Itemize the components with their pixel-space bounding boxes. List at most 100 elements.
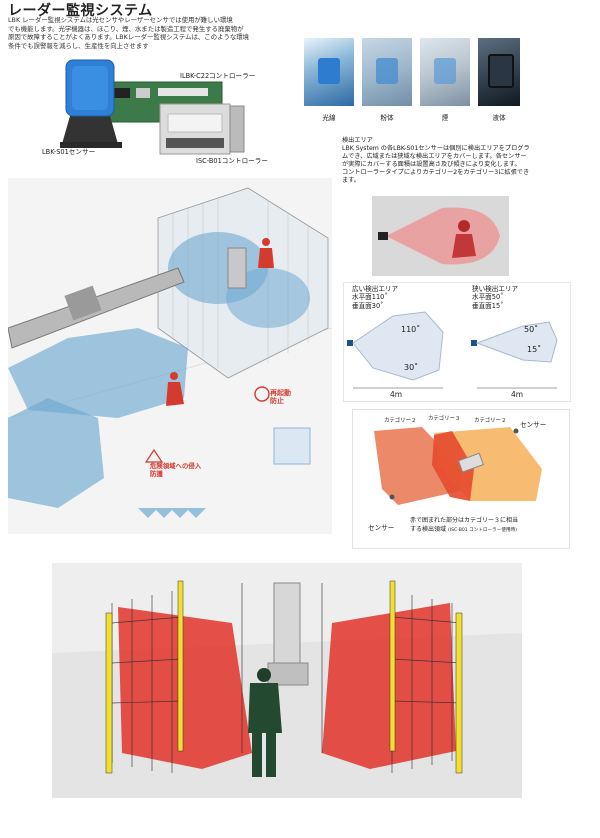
- narrow-area-title: 狭い検出エリア: [472, 285, 519, 293]
- intro-line: 原因で故障することがよくあります。LBKレーダー監視システムは、このような環境: [8, 33, 250, 42]
- worker-body: [166, 382, 184, 406]
- fence-post: [455, 612, 463, 774]
- fence-post: [389, 580, 396, 752]
- category-note-small: (ISC-B01 コントローラー使用時): [447, 527, 517, 533]
- worker-head: [170, 372, 178, 380]
- category3-label: カテゴリー３: [428, 416, 461, 422]
- detection-area-heading: 検出エリア: [342, 137, 373, 144]
- floor-sensor-graphic: [273, 427, 311, 465]
- sensor-mount: [62, 116, 118, 144]
- radar-zone: [8, 328, 188, 418]
- b01-label: ISC-B01コントローラー: [196, 157, 268, 165]
- product-illustration: [60, 59, 245, 155]
- restart-sign-icon: [254, 386, 270, 402]
- intro-line: 条件でも誤警報を減らし、生産性を向上させます: [8, 41, 149, 50]
- narrow-cone: [475, 321, 558, 363]
- detection-area-text: 検出エリア LBK System の各LBK-S01センサーは個別に検出エリアを…: [342, 137, 557, 185]
- detection-area-line: ムでき、広域または狭域な検出エリアをカバーします。各センサー: [342, 153, 527, 160]
- wide-angle-h: 110˚: [401, 325, 421, 334]
- sensor-icon: [471, 340, 477, 346]
- condition-caption: 煙: [441, 114, 449, 122]
- sensor-icon: [488, 54, 514, 88]
- robot-cell-graphic: [52, 580, 522, 798]
- worker-head: [257, 668, 271, 682]
- machine: [64, 285, 102, 321]
- sensor-icon: [378, 232, 388, 240]
- category-note-line: する検出領域 (ISC-B01 コントローラー使用時): [410, 526, 518, 536]
- detection-cone-diagrams: [347, 311, 558, 389]
- robot-arm: [273, 582, 301, 664]
- category3-zone: [432, 431, 474, 501]
- robot-cell-scene: [52, 563, 522, 798]
- category-note-line: 赤で囲まれた部分はカテゴリー３に相当: [410, 517, 519, 524]
- condition-photo-powder: [362, 38, 412, 106]
- wide-area-horizontal: 水平面110˚: [352, 293, 388, 302]
- category2-left-label: カテゴリー２: [384, 418, 417, 424]
- intro-text: LBK レーダー監視システムは光センサやレーザーセンサでは使用が難しい環境 でも…: [8, 16, 308, 50]
- wide-area-vertical: 垂直面30˚: [352, 301, 384, 310]
- condition-caption: 光線: [322, 114, 336, 122]
- fence-post: [177, 580, 184, 752]
- sensor-icon: [347, 340, 353, 346]
- detection-area-line: が実際にカバーする面積は設置高さ及び傾きにより変化します。: [342, 161, 521, 168]
- category-diagram-panel: [352, 409, 570, 549]
- sensor-icon: [376, 58, 398, 84]
- radar-cone-photo: [372, 196, 509, 276]
- red-zone-left: [118, 607, 252, 769]
- category-diagram: [374, 427, 542, 505]
- wide-angle-v: 30˚: [404, 363, 419, 372]
- danger-title: 危険領域への侵入: [150, 462, 202, 470]
- radar-zone: [8, 398, 104, 508]
- condition-photo-smoke: [420, 38, 470, 106]
- wide-area-title: 広い検出エリア: [352, 285, 399, 293]
- narrow-angle-v: 15˚: [527, 345, 542, 354]
- narrow-angle-h: 50˚: [524, 325, 539, 334]
- factory-scene-graphic: [8, 187, 332, 518]
- sensor-top-label: センサー: [520, 421, 547, 429]
- radar-zone: [226, 268, 310, 328]
- warning-triangle-icon: [144, 448, 164, 463]
- wide-distance: 4m: [390, 390, 403, 399]
- danger-sign: 危険領域への侵入 防護: [150, 462, 201, 478]
- worker-body: [248, 683, 282, 733]
- worker-head: [458, 220, 470, 232]
- detection-area-panel: [343, 282, 571, 402]
- worker-body: [258, 248, 274, 268]
- sensor-dot: [389, 494, 395, 500]
- narrow-area-vertical: 垂直面15˚: [472, 301, 504, 310]
- narrow-distance: 4m: [511, 390, 524, 399]
- robot-icon: [457, 452, 484, 473]
- restart-title: 再起動: [270, 389, 291, 397]
- detection-area-line: コントローラータイプによりカテゴリー2をカテゴリー3に拡張でき: [342, 169, 530, 176]
- condition-photo-light: [304, 38, 354, 106]
- detection-area-line: ます。: [342, 177, 360, 184]
- worker-body: [452, 234, 476, 258]
- wide-cone: [352, 311, 444, 381]
- wide-area-text: 広い検出エリア 水平面110˚ 垂直面30˚: [352, 285, 398, 310]
- sensor-bottom-label: センサー: [368, 524, 395, 532]
- condition-photo-liquid: [478, 38, 520, 106]
- category-note: 赤で囲まれた部分はカテゴリー３に相当 する検出領域 (ISC-B01 コントロー…: [410, 517, 518, 535]
- factory-scene: 再起動 防止 危険領域への侵入 防護: [8, 178, 332, 534]
- category-note-text: する検出領域: [410, 525, 447, 533]
- restart-sign: 再起動 防止: [270, 389, 291, 405]
- narrow-area-horizontal: 水平面50˚: [472, 293, 504, 302]
- s01-label: LBK-S01センサー: [42, 148, 96, 156]
- sensor-dot: [513, 428, 519, 434]
- sensor-icon: [434, 58, 456, 84]
- condition-photos: [304, 38, 520, 108]
- condition-caption: 粉体: [380, 114, 394, 122]
- detection-area-line: LBK System の各LBK-S01センサーは個別に検出エリアをプログラ: [342, 145, 530, 152]
- worker-head: [262, 238, 270, 246]
- category2-right-label: カテゴリー２: [474, 418, 507, 424]
- red-zone-right: [322, 603, 456, 769]
- sensor-icon: [318, 58, 340, 84]
- narrow-area-text: 狭い検出エリア 水平面50˚ 垂直面15˚: [472, 285, 518, 310]
- page-title: レーダー監視システム: [8, 3, 153, 19]
- intro-line: LBK レーダー監視システムは光センサやレーザーセンサでは使用が難しい環境: [8, 16, 233, 24]
- intro-line: でも機能します。光学機器は、ほこり、煙、水または製造工程で発生する廃棄物が: [8, 24, 244, 33]
- robot-base: [267, 662, 309, 686]
- c22-label: ILBK-C22コントローラー: [180, 72, 256, 80]
- condition-caption: 液体: [492, 114, 506, 122]
- radar-cone-graphic: [378, 207, 500, 265]
